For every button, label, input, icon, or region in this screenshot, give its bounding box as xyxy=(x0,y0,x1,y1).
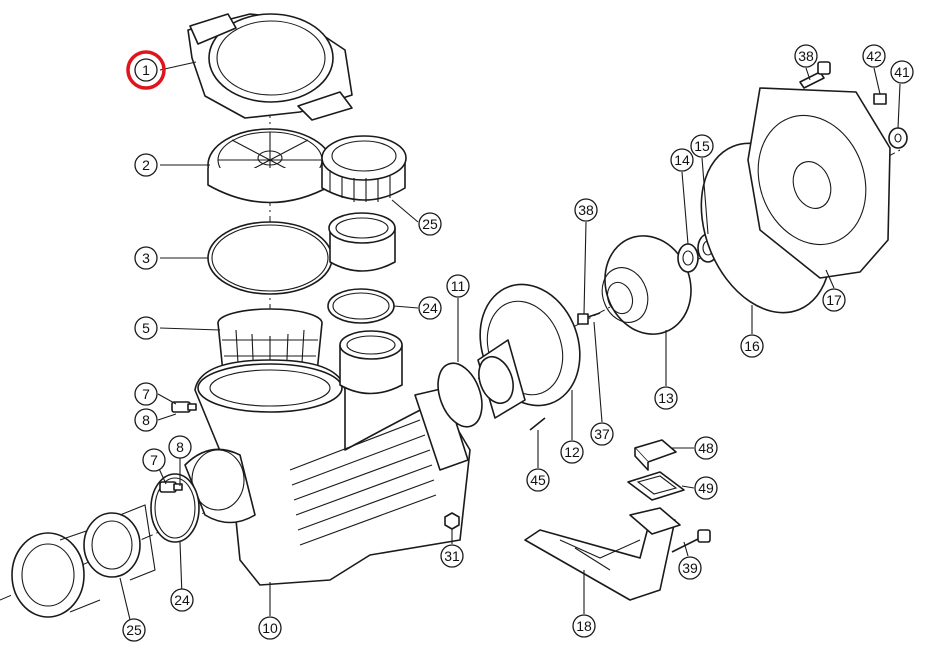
union-sleeve-upper-part xyxy=(328,212,396,272)
drain-nut-part xyxy=(444,512,460,530)
callout-label: 15 xyxy=(694,138,710,154)
callout-label: 1 xyxy=(142,62,150,78)
callout-25-upper: 25 xyxy=(418,212,442,236)
callout-label: 16 xyxy=(744,338,760,354)
callout-label: 2 xyxy=(142,157,150,173)
flange-nut-part xyxy=(873,93,887,105)
callout-41: 41 xyxy=(890,60,914,84)
motor-stand-part xyxy=(524,507,681,601)
callout-label: 7 xyxy=(142,386,150,402)
callout-label: 48 xyxy=(698,440,714,456)
callout-label: 13 xyxy=(658,390,674,406)
callout-18: 18 xyxy=(572,614,596,638)
callout-label: 7 xyxy=(150,452,158,468)
callout-label: 5 xyxy=(142,320,150,336)
lid-o-ring-part xyxy=(207,221,333,295)
callout-42: 42 xyxy=(862,44,886,68)
flange-washer-part xyxy=(888,127,908,149)
callout-label: 41 xyxy=(894,64,910,80)
callout-7-lower: 7 xyxy=(142,448,166,472)
lid-part xyxy=(187,13,353,121)
pump-body-part xyxy=(184,330,471,586)
callout-labels: 1 2 3 5 7 8 8 7 24 25 25 24 10 11 31 38 … xyxy=(122,44,914,642)
impeller-screw-part xyxy=(577,312,601,325)
lid-o-ring-inner xyxy=(211,224,329,292)
callout-48: 48 xyxy=(694,436,718,460)
callout-8-lower: 8 xyxy=(168,435,192,459)
callout-39: 39 xyxy=(678,556,702,580)
callout-31: 31 xyxy=(440,544,464,568)
callout-2: 2 xyxy=(134,153,158,177)
callout-45: 45 xyxy=(526,468,550,492)
callout-label: 17 xyxy=(826,292,842,308)
callout-8-upper: 8 xyxy=(134,408,158,432)
callout-label: 39 xyxy=(682,560,698,576)
callout-label: 25 xyxy=(422,216,438,232)
callout-14: 14 xyxy=(670,148,694,172)
callout-7-upper: 7 xyxy=(134,382,158,406)
callout-17: 17 xyxy=(822,288,846,312)
callout-label: 24 xyxy=(174,592,190,608)
seal-plate-part xyxy=(477,283,581,419)
flange-washer-hole xyxy=(894,133,902,143)
callout-5: 5 xyxy=(134,316,158,340)
shaft-seal-part xyxy=(677,243,699,273)
drain-plug-upper-part xyxy=(171,401,197,413)
diffuser-plate-part xyxy=(207,128,333,204)
callout-label: 37 xyxy=(594,426,610,442)
callout-label: 14 xyxy=(674,152,690,168)
callout-13: 13 xyxy=(654,386,678,410)
callout-label: 49 xyxy=(698,480,714,496)
union-nut-upper-part xyxy=(321,135,407,202)
callout-49: 49 xyxy=(694,476,718,500)
callout-16: 16 xyxy=(740,334,764,358)
o-ring-lower-inner xyxy=(154,477,196,539)
flange-bolt-part xyxy=(799,61,831,89)
callout-24-lower: 24 xyxy=(170,588,194,612)
pad-frame-part xyxy=(627,471,685,501)
callout-label: 42 xyxy=(866,48,882,64)
highlight-ring xyxy=(126,50,166,90)
callout-10: 10 xyxy=(258,616,282,640)
callout-37: 37 xyxy=(590,422,614,446)
stand-bolt-part xyxy=(671,529,711,553)
union-nut-lower-part xyxy=(11,527,101,618)
callout-label: 11 xyxy=(451,278,466,294)
leader-lines xyxy=(119,61,901,629)
callout-label: 10 xyxy=(262,620,278,636)
callout-label: 31 xyxy=(444,548,460,564)
callout-3: 3 xyxy=(134,246,158,270)
callout-label: 25 xyxy=(126,622,142,638)
callout-label: 45 xyxy=(530,472,546,488)
o-ring-upper-part xyxy=(327,288,395,324)
o-ring-upper-inner xyxy=(332,292,390,320)
motor-flange-part xyxy=(747,87,891,279)
callout-label: 18 xyxy=(576,618,592,634)
callout-24-upper: 24 xyxy=(418,296,442,320)
union-sleeve-lower-part xyxy=(83,504,156,581)
callout-38-mid: 38 xyxy=(574,198,598,222)
callout-label: 38 xyxy=(578,202,594,218)
callout-25-lower: 25 xyxy=(122,618,146,642)
callout-label: 38 xyxy=(798,48,814,64)
callout-11: 11 xyxy=(446,274,470,298)
callout-12: 12 xyxy=(560,440,584,464)
impeller-part xyxy=(601,235,692,335)
callout-38-top: 38 xyxy=(794,44,818,68)
drain-plug-lower-part xyxy=(159,481,183,493)
callout-label: 3 xyxy=(142,250,150,266)
callout-1: 1 xyxy=(134,58,158,82)
callout-label: 8 xyxy=(176,439,184,455)
callout-label: 24 xyxy=(422,300,438,316)
seal-plate-screw-part xyxy=(529,417,546,431)
seal-plate-o-ring-part xyxy=(437,362,483,428)
shaft-seal-inner xyxy=(682,250,694,266)
callout-15: 15 xyxy=(690,134,714,158)
callout-label: 8 xyxy=(142,412,150,428)
rubber-pad-part xyxy=(634,439,677,471)
callout-label: 12 xyxy=(564,444,580,460)
